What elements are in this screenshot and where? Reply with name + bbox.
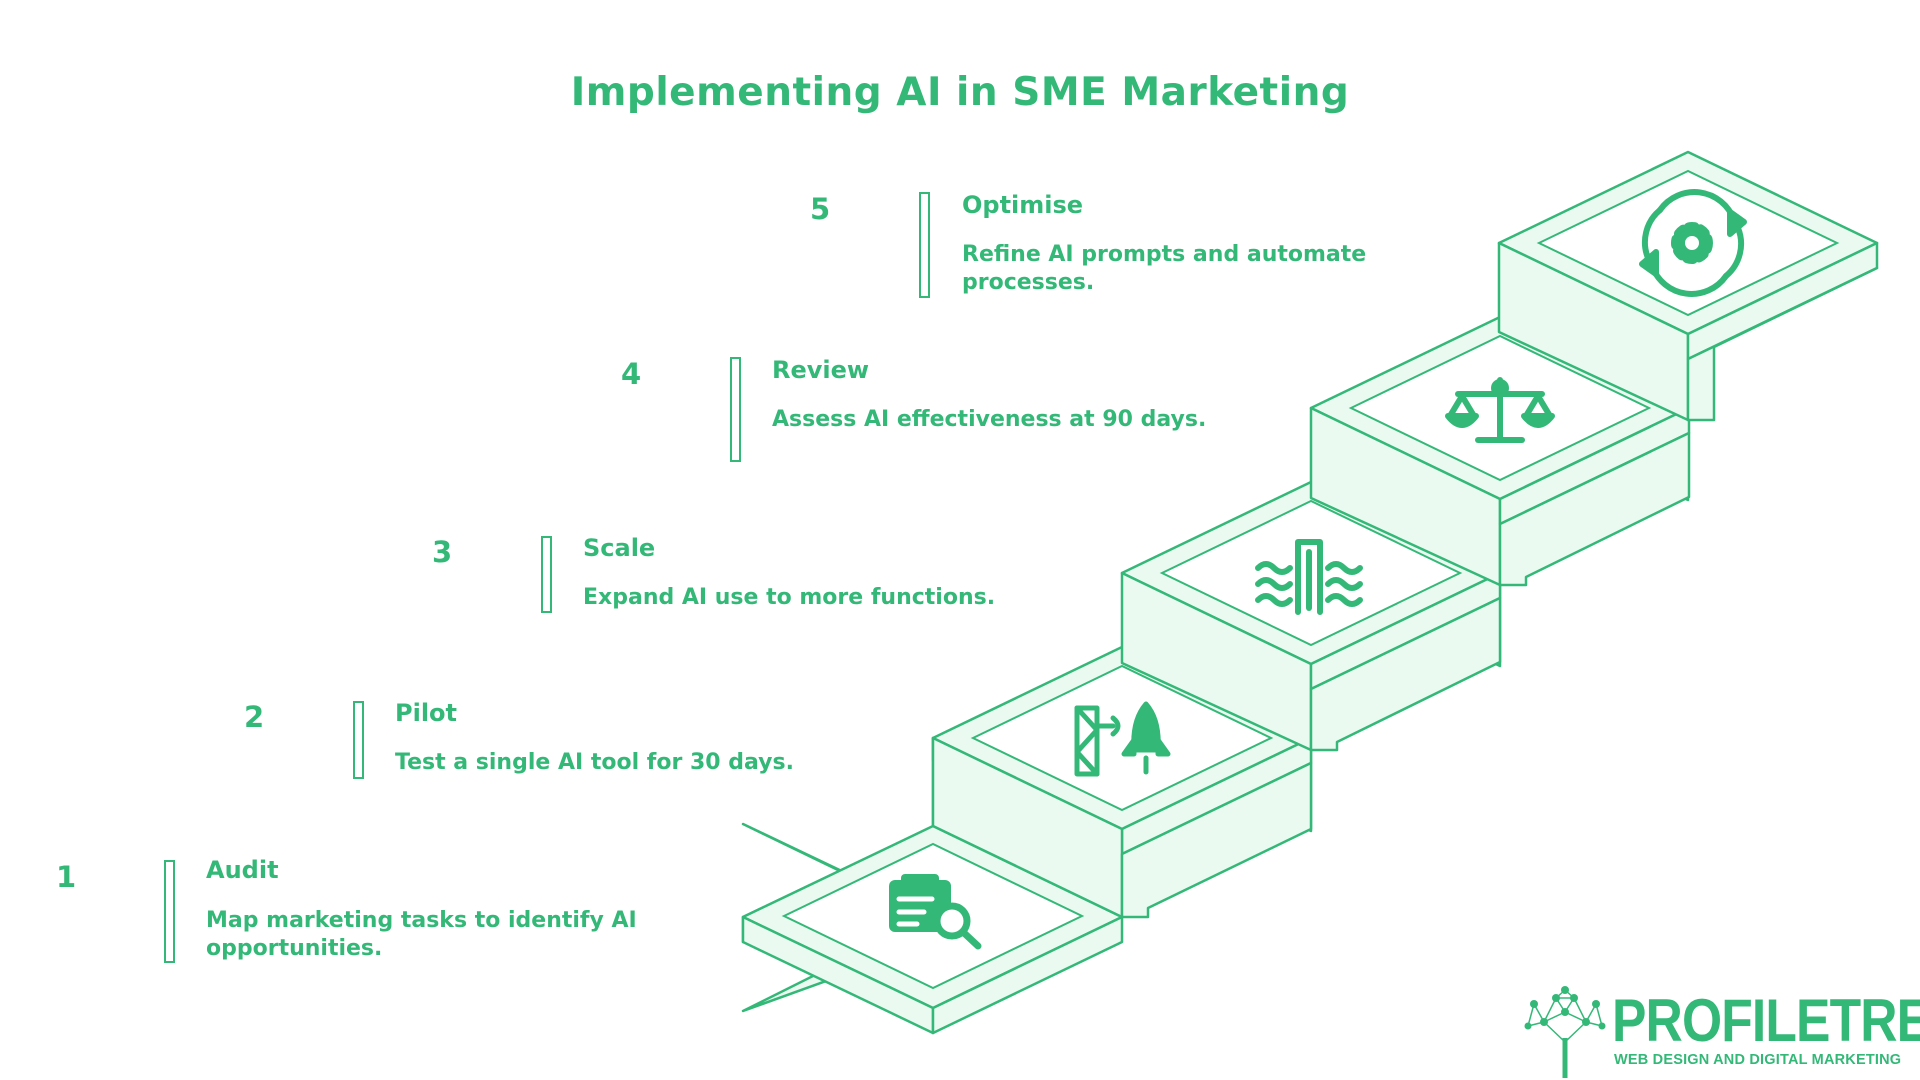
balance-scale-icon bbox=[1445, 377, 1555, 443]
logo-name: PROFILETREE bbox=[1612, 987, 1920, 1054]
gear-cycle-icon bbox=[1639, 189, 1747, 297]
step-3-side-low bbox=[1309, 596, 1502, 752]
step-3-heading: Scale bbox=[583, 534, 656, 562]
step-1-bar bbox=[164, 860, 175, 963]
step-3-bar bbox=[541, 536, 552, 613]
step-2-number: 2 bbox=[244, 700, 265, 734]
growth-building-icon bbox=[1255, 539, 1363, 615]
step-3-number: 3 bbox=[432, 535, 453, 569]
profiletree-logo: PROFILETREE WEB DESIGN AND DIGITAL MARKE… bbox=[1522, 982, 1920, 1080]
step-1-heading: Audit bbox=[206, 856, 279, 884]
step-5-description: Refine AI prompts and automate processes… bbox=[962, 242, 1367, 295]
launch-tower-rocket-icon bbox=[1074, 701, 1171, 777]
step-4-side-low bbox=[1498, 431, 1691, 587]
step-5-heading: Optimise bbox=[962, 191, 1084, 219]
step-2-inset bbox=[970, 664, 1274, 812]
step-2-side-low bbox=[1120, 761, 1313, 919]
step-5-bar bbox=[919, 192, 930, 298]
step-2-description: Test a single AI tool for 30 days. bbox=[395, 750, 794, 775]
step-5-side-low bbox=[1686, 266, 1879, 422]
step-3-description: Expand AI use to more functions. bbox=[583, 585, 996, 610]
clipboard-search-icon bbox=[889, 874, 982, 950]
step-4-bar bbox=[730, 357, 741, 462]
page-title: Implementing AI in SME Marketing bbox=[570, 70, 1350, 115]
step-5-number: 5 bbox=[810, 192, 831, 226]
step-1-side bbox=[931, 915, 1124, 1035]
network-tree-icon bbox=[1524, 986, 1606, 1078]
step-4-heading: Review bbox=[772, 356, 870, 384]
step-4-description: Assess AI effectiveness at 90 days. bbox=[772, 407, 1207, 432]
step-4-number: 4 bbox=[621, 357, 642, 391]
step-2-bar bbox=[353, 701, 364, 779]
logo-tagline: WEB DESIGN AND DIGITAL MARKETING bbox=[1614, 1052, 1902, 1068]
step-2-heading: Pilot bbox=[395, 699, 458, 727]
step-1-number: 1 bbox=[56, 860, 77, 894]
step-1-description: Map marketing tasks to identify AI oppor… bbox=[206, 908, 637, 961]
